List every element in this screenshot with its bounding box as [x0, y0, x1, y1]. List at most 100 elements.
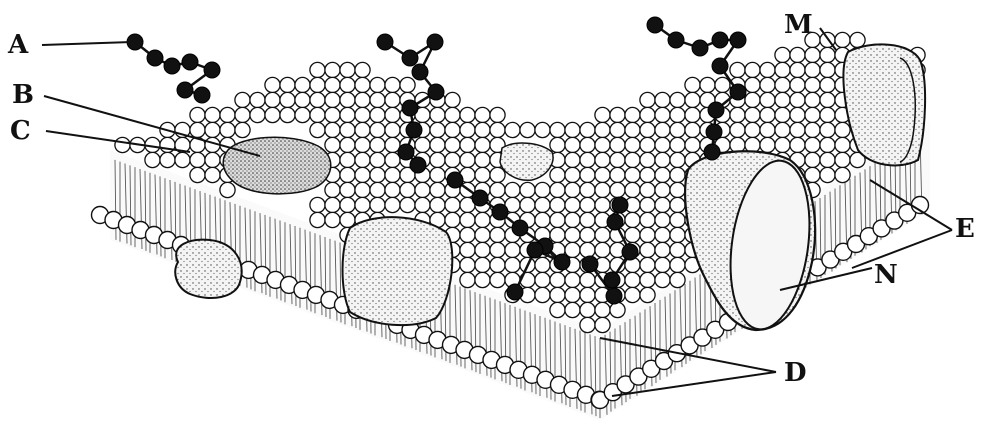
lipid-head — [370, 152, 385, 167]
sugar-bead — [402, 50, 418, 66]
sugar-bead — [612, 197, 628, 213]
lipid-head — [445, 197, 460, 212]
sugar-chain-1 — [127, 34, 220, 103]
lipid-head — [805, 77, 820, 92]
lipid-head — [625, 182, 640, 197]
lipid-head — [610, 167, 625, 182]
lipid-head — [445, 152, 460, 167]
lipid-head — [565, 152, 580, 167]
lipid-head — [115, 137, 130, 152]
lipid-head — [790, 62, 805, 77]
lipid-head — [610, 302, 625, 317]
lipid-head — [550, 182, 565, 197]
lipid-head — [775, 62, 790, 77]
sugar-bead — [622, 244, 638, 260]
lipid-head — [805, 122, 820, 137]
lipid-head — [475, 227, 490, 242]
lipid-head — [670, 272, 685, 287]
lipid-head — [610, 122, 625, 137]
lipid-head — [580, 137, 595, 152]
lipid-head — [490, 272, 505, 287]
lipid-head — [385, 107, 400, 122]
lipid-head — [370, 122, 385, 137]
lipid-head — [565, 197, 580, 212]
lipid-head — [775, 122, 790, 137]
lipid-head — [310, 107, 325, 122]
lipid-head — [820, 62, 835, 77]
lipid-head — [250, 92, 265, 107]
lipid-head — [430, 182, 445, 197]
sugar-bead — [377, 34, 393, 50]
lipid-head — [355, 107, 370, 122]
lipid-head — [460, 272, 475, 287]
lipid-head — [595, 152, 610, 167]
lipid-head — [760, 62, 775, 77]
lipid-head — [730, 107, 745, 122]
lipid-head — [565, 122, 580, 137]
lipid-head — [475, 242, 490, 257]
lipid-head — [340, 92, 355, 107]
sugar-bead — [427, 34, 443, 50]
lipid-head — [445, 137, 460, 152]
lipid-head — [295, 92, 310, 107]
lipid-head — [340, 167, 355, 182]
lipid-head — [550, 197, 565, 212]
lipid-head — [445, 122, 460, 137]
lipid-head — [595, 107, 610, 122]
lipid-head — [325, 212, 340, 227]
lipid-head — [370, 182, 385, 197]
lipid-head — [295, 77, 310, 92]
lipid-head — [775, 92, 790, 107]
lipid-head — [550, 137, 565, 152]
lipid-head — [760, 107, 775, 122]
lipid-head — [625, 137, 640, 152]
lipid-head — [205, 107, 220, 122]
lipid-head — [745, 107, 760, 122]
sugar-bead — [730, 32, 746, 48]
lipid-head — [670, 242, 685, 257]
lipid-head — [670, 227, 685, 242]
sugar-bead — [194, 87, 210, 103]
lipid-head — [550, 167, 565, 182]
lipid-head — [655, 197, 670, 212]
sugar-bead — [604, 272, 620, 288]
sugar-bead — [647, 17, 663, 33]
small-protein-center — [500, 143, 553, 180]
lipid-head — [760, 92, 775, 107]
lipid-head — [835, 32, 850, 47]
lipid-head — [340, 77, 355, 92]
lipid-head — [325, 122, 340, 137]
lipid-head — [655, 167, 670, 182]
lipid-head — [445, 212, 460, 227]
lipid-head — [370, 137, 385, 152]
lipid-head — [820, 137, 835, 152]
lipid-head — [265, 77, 280, 92]
lipid-head — [235, 107, 250, 122]
lipid-head — [670, 182, 685, 197]
lipid-head — [580, 167, 595, 182]
lipid-head — [475, 107, 490, 122]
lipid-head — [685, 122, 700, 137]
lipid-head — [430, 152, 445, 167]
lipid-head — [760, 137, 775, 152]
lipid-head — [655, 107, 670, 122]
lipid-head — [565, 287, 580, 302]
lipid-head — [535, 287, 550, 302]
lipid-head — [205, 152, 220, 167]
lipid-head — [745, 122, 760, 137]
lipid-head — [355, 62, 370, 77]
lipid-head — [460, 122, 475, 137]
lipid-head — [595, 242, 610, 257]
lipid-head — [205, 167, 220, 182]
lipid-head — [415, 197, 430, 212]
label-m: M — [784, 12, 813, 38]
lipid-head — [340, 122, 355, 137]
lipid-head — [820, 47, 835, 62]
lipid-head — [640, 167, 655, 182]
lipid-head — [355, 92, 370, 107]
lipid-head — [460, 212, 475, 227]
lipid-head — [640, 227, 655, 242]
lipid-head — [595, 227, 610, 242]
